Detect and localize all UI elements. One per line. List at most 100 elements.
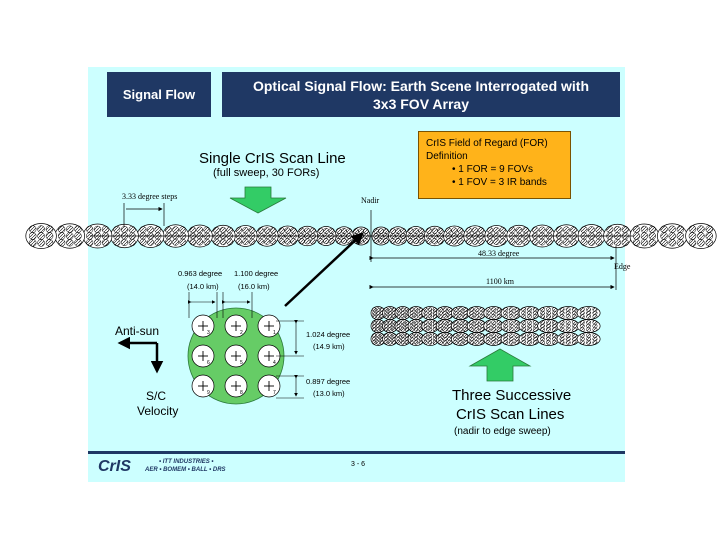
for-oval bbox=[421, 319, 439, 333]
fov-dot bbox=[640, 232, 649, 240]
fov-dot bbox=[592, 340, 598, 345]
fov-dot bbox=[383, 327, 389, 332]
fov-dot bbox=[491, 340, 497, 345]
fov-dot bbox=[508, 226, 516, 234]
fov-dot bbox=[346, 228, 353, 234]
fov-km-label: (14.0 km) bbox=[187, 282, 219, 291]
fov-dot bbox=[372, 320, 377, 325]
fov-dot bbox=[479, 307, 485, 312]
fov-dot bbox=[508, 238, 516, 246]
fov-dot bbox=[463, 333, 468, 338]
fov-dot bbox=[579, 314, 585, 319]
fov-dot bbox=[469, 340, 474, 345]
fov-dot bbox=[471, 238, 479, 245]
fov-dot bbox=[45, 239, 54, 247]
fov-dot bbox=[592, 336, 598, 342]
fov-dot bbox=[514, 307, 520, 312]
fov-dot bbox=[531, 226, 539, 234]
fov-dot bbox=[527, 314, 532, 319]
down-arrow-icon bbox=[229, 186, 287, 214]
fov-dot bbox=[463, 320, 468, 325]
fov-dot bbox=[412, 227, 419, 234]
fov-dot bbox=[457, 227, 464, 234]
fov-dot bbox=[579, 310, 585, 316]
fov-dot bbox=[235, 227, 243, 234]
fov-dot bbox=[431, 227, 438, 234]
partners-line2: AER • BOMEM • BALL • DRS bbox=[145, 467, 226, 473]
fov-dot bbox=[508, 327, 514, 332]
nadir-label: Nadir bbox=[361, 196, 380, 205]
fov-dot bbox=[423, 333, 428, 338]
fov-number: 9 bbox=[207, 390, 210, 396]
fov-dot bbox=[595, 226, 603, 234]
fov-dot bbox=[552, 327, 557, 332]
for-oval bbox=[576, 306, 601, 320]
fov-dot bbox=[418, 238, 425, 245]
fov-dot bbox=[563, 238, 570, 246]
fov-dot bbox=[278, 238, 285, 245]
fov-dot bbox=[400, 336, 405, 342]
fov-dot bbox=[375, 320, 381, 325]
fov-dot bbox=[465, 238, 472, 245]
fov-dot bbox=[378, 238, 384, 244]
fov-dot bbox=[423, 314, 428, 319]
fov-dot bbox=[538, 238, 546, 246]
fov-dot bbox=[442, 336, 448, 342]
scan-line-subtitle: (full sweep, 30 FORs) bbox=[213, 167, 320, 179]
fov-dot bbox=[632, 232, 641, 240]
fov-dot bbox=[372, 340, 377, 345]
fov-dot bbox=[546, 320, 551, 325]
fov-dot bbox=[400, 327, 405, 332]
fov-dot bbox=[196, 226, 204, 234]
fov-dot bbox=[588, 226, 595, 234]
fov-dot bbox=[474, 333, 480, 338]
fov-dot bbox=[521, 310, 527, 316]
fov-dot bbox=[335, 238, 342, 244]
fov-dot bbox=[428, 323, 433, 329]
fov-dot bbox=[469, 336, 474, 342]
fov-dot bbox=[453, 320, 458, 325]
vert-fov-angle-label: 0.897 degree bbox=[306, 377, 351, 386]
angle-label: 48.33 degree bbox=[478, 249, 520, 258]
fov-dot bbox=[387, 327, 393, 332]
fov-dot bbox=[407, 227, 414, 234]
fov-dot bbox=[559, 310, 565, 316]
fov-dot bbox=[257, 238, 264, 245]
fov-dot bbox=[571, 336, 577, 342]
steps-label: 3.33 degree steps bbox=[122, 192, 178, 201]
fov-dot bbox=[478, 238, 485, 245]
fov-dot bbox=[521, 320, 527, 325]
for-definition-box: CrIS Field of Regard (FOR) Definition • … bbox=[418, 131, 571, 199]
fov-dot bbox=[372, 323, 377, 329]
fov-dot bbox=[458, 333, 463, 338]
fov-dot bbox=[414, 307, 419, 312]
fov-dot bbox=[514, 336, 520, 342]
fov-dot bbox=[154, 238, 162, 246]
fov-dot bbox=[540, 327, 545, 332]
fov-dot bbox=[447, 327, 453, 332]
fov-dot bbox=[372, 333, 377, 338]
fov-dot bbox=[503, 320, 509, 325]
fov-dot bbox=[499, 238, 507, 245]
for-oval bbox=[421, 332, 439, 346]
anti-sun-label: Anti-sun bbox=[115, 324, 160, 338]
fov-angle-label: 0.963 degree bbox=[178, 269, 223, 278]
fov-dot bbox=[491, 333, 497, 338]
for-oval bbox=[556, 332, 580, 346]
fov-dot bbox=[341, 238, 347, 244]
fov-cell: 3 bbox=[191, 314, 215, 338]
fov-dot bbox=[389, 228, 396, 234]
nadir-pointer-arrow bbox=[284, 232, 364, 307]
fov-dot bbox=[565, 320, 571, 325]
fov-dot bbox=[595, 238, 603, 246]
for-box-line1: CrIS Field of Regard (FOR) bbox=[426, 138, 548, 149]
fov-dot bbox=[469, 327, 474, 332]
fov-dot bbox=[414, 320, 419, 325]
fov-dot bbox=[469, 307, 474, 312]
for-oval bbox=[518, 319, 541, 333]
fov-dot bbox=[565, 314, 571, 319]
fov-dot bbox=[375, 333, 381, 338]
fov-dot bbox=[432, 333, 437, 338]
fov-dot bbox=[697, 232, 705, 240]
fov-dot bbox=[527, 307, 532, 312]
